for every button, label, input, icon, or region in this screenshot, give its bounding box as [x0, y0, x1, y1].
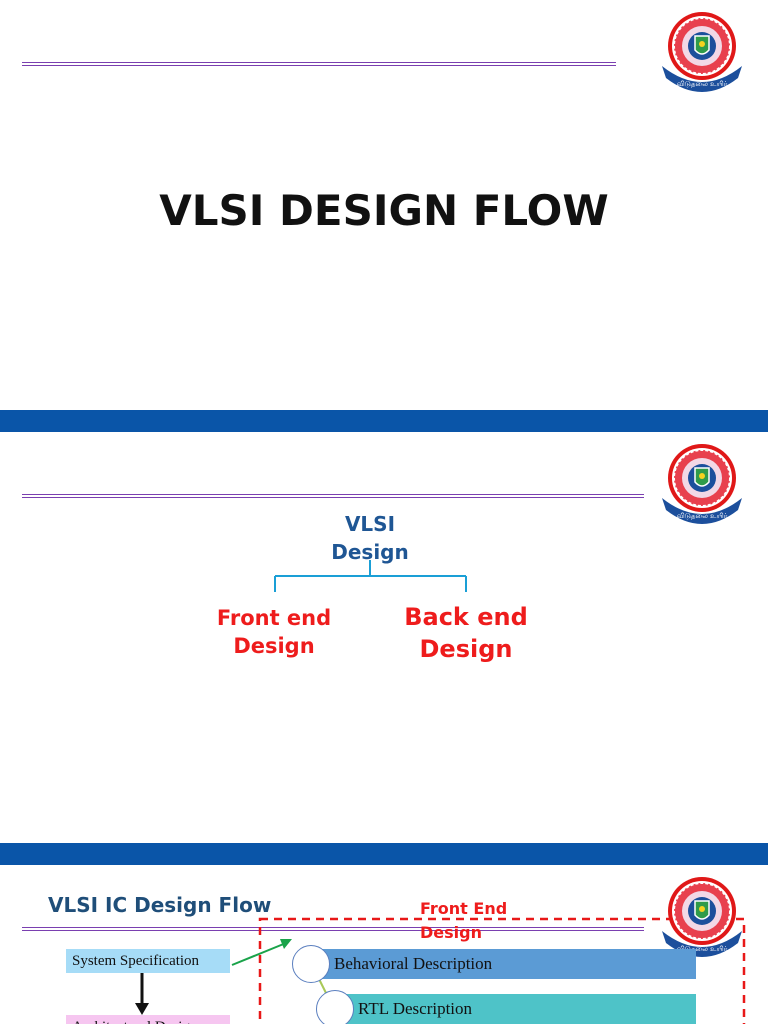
logo-emblem: [662, 12, 742, 92]
behavioral-description-step: Behavioral Description: [310, 949, 696, 979]
tree-root-line-1: VLSI: [344, 512, 396, 536]
front-end-region-label: Front End Design: [420, 897, 530, 945]
green-arrow-icon: [231, 939, 292, 966]
slide-ic-design-flow: VLSI IC Design Flow Front End Design விட…: [0, 865, 768, 1024]
logo-emblem: [662, 877, 742, 957]
header-rule: [22, 494, 644, 498]
front-end-line-1: Front end: [216, 606, 332, 630]
logo-motto: விடுதலை உயிர்: [677, 945, 728, 953]
logo-motto: விடுதலை உயிர்: [677, 80, 728, 88]
front-end-design-node: Front end Design: [194, 604, 354, 660]
down-arrow-icon: [135, 973, 149, 1015]
front-end-dashed-region: [258, 917, 746, 1024]
step-circle-2: [316, 990, 354, 1024]
front-end-region-line-1: Front End: [420, 899, 508, 918]
header-rule: [22, 62, 616, 66]
front-end-line-2: Design: [233, 634, 315, 658]
slide-design-tree: விடுதலை உயிர் VLSI Design Front end Desi…: [0, 432, 768, 843]
rtl-description-step: RTL Description: [334, 994, 696, 1024]
back-end-line-2: Design: [419, 635, 513, 663]
architectural-design-box: Architectural Design: [66, 1015, 230, 1024]
slide-main-title: VLSI DESIGN FLOW: [159, 186, 609, 235]
back-end-design-node: Back end Design: [376, 601, 556, 665]
front-end-region-line-2: Design: [420, 923, 482, 942]
university-logo: விடுதலை உயிர்: [662, 444, 742, 524]
slide-separator-band: [0, 410, 768, 432]
slide-separator-band: [0, 843, 768, 865]
university-logo: விடுதலை உயிர்: [662, 12, 742, 92]
rtl-description-label: RTL Description: [358, 999, 473, 1018]
back-end-line-1: Back end: [404, 603, 528, 631]
slide-title: விடுதலை உயிர் VLSI DESIGN FLOW: [0, 0, 768, 410]
header-rule: [22, 927, 644, 931]
logo-emblem: [662, 444, 742, 524]
system-specification-box: System Specification: [66, 949, 230, 973]
tree-root-node: VLSI Design: [310, 510, 430, 566]
step-circle-1: [292, 945, 330, 983]
flow-slide-title: VLSI IC Design Flow: [48, 893, 272, 917]
tree-connector: [274, 560, 467, 592]
university-logo: விடுதலை உயிர்: [662, 877, 742, 957]
behavioral-description-label: Behavioral Description: [334, 954, 493, 973]
logo-motto: விடுதலை உயிர்: [677, 512, 728, 520]
